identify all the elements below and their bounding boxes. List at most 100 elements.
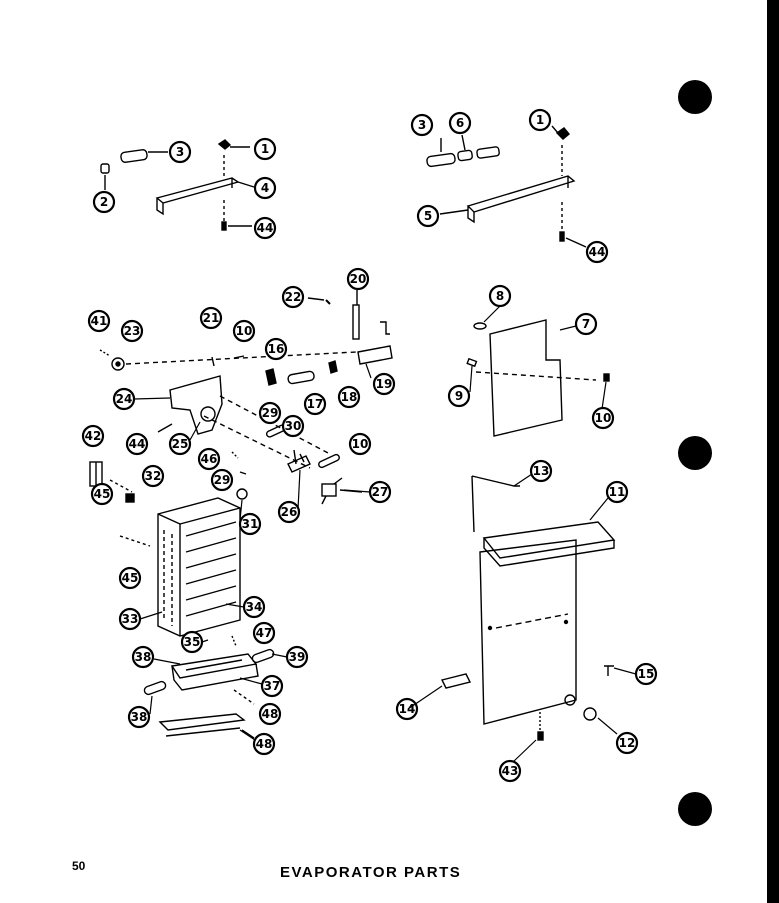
callout-14: 14 (395, 697, 419, 721)
rail-assembly-right (426, 125, 587, 248)
callout-9-label: 9 (455, 389, 463, 403)
callout-44-top-left-label: 44 (257, 221, 274, 235)
callout-22: 22 (281, 285, 305, 309)
callout-42: 42 (81, 424, 105, 448)
leader-lines (133, 305, 637, 763)
callout-34-label: 34 (246, 600, 263, 614)
callout-19: 19 (372, 372, 396, 396)
callout-29-upper-label: 29 (262, 406, 279, 420)
bracket-hardware (99, 290, 393, 505)
callout-41: 41 (87, 309, 111, 333)
callout-46-label: 46 (201, 452, 218, 466)
callout-2: 2 (92, 190, 116, 214)
callout-13-label: 13 (533, 464, 550, 478)
callout-16: 16 (264, 337, 288, 361)
callout-25-label: 25 (172, 437, 189, 451)
callout-11: 11 (605, 480, 629, 504)
cover-panel-lower (440, 475, 616, 741)
callout-24-label: 24 (116, 392, 133, 406)
cover-panel-upper (466, 319, 610, 437)
punch-hole-bottom (678, 792, 712, 826)
callout-1-right: 1 (528, 108, 552, 132)
punch-hole-middle (678, 436, 712, 470)
callout-38-left: 38 (131, 645, 155, 669)
callout-16-label: 16 (268, 342, 285, 356)
callout-10-middle: 10 (348, 432, 372, 456)
punch-hole-top (678, 80, 712, 114)
callout-29-lower: 29 (210, 468, 234, 492)
callout-44-top-left: 44 (253, 216, 277, 240)
callout-37: 37 (260, 674, 284, 698)
callout-21-label: 21 (203, 311, 220, 325)
callout-48-upper-label: 48 (262, 707, 279, 721)
callouts: 1 2 3 4 44 3 6 1 5 44 22 20 41 23 21 10 … (81, 108, 658, 783)
evaporator-coil (89, 461, 241, 637)
callout-12: 12 (615, 731, 639, 755)
callout-6: 6 (448, 111, 472, 135)
callout-5-label: 5 (424, 209, 432, 223)
callout-35: 35 (180, 630, 204, 654)
callout-17-label: 17 (307, 397, 324, 411)
callout-47: 47 (252, 621, 276, 645)
callout-3: 3 (168, 140, 192, 164)
callout-11-label: 11 (609, 485, 626, 499)
callout-9: 9 (447, 384, 471, 408)
rail-assembly-left (100, 139, 255, 231)
callout-17: 17 (303, 392, 327, 416)
callout-22-label: 22 (285, 290, 302, 304)
callout-34: 34 (242, 595, 266, 619)
callout-7-label: 7 (582, 317, 590, 331)
callout-1-label: 1 (261, 142, 269, 156)
callout-25: 25 (168, 432, 192, 456)
callout-33-label: 33 (122, 612, 139, 626)
callout-35-label: 35 (184, 635, 201, 649)
callout-23-label: 23 (124, 324, 141, 338)
drain-trough (143, 635, 275, 739)
callout-48-lower: 48 (252, 732, 276, 756)
callout-15-label: 15 (638, 667, 655, 681)
callout-21: 21 (199, 306, 223, 330)
callout-8-label: 8 (496, 289, 504, 303)
callout-20-label: 20 (350, 272, 367, 286)
callout-20: 20 (346, 267, 370, 291)
callout-42-label: 42 (85, 429, 102, 443)
callout-3-right: 3 (410, 113, 434, 137)
callout-1-right-label: 1 (536, 113, 544, 127)
callout-10-middle-label: 10 (352, 437, 369, 451)
callout-10-upper-label: 10 (236, 324, 253, 338)
callout-41-label: 41 (91, 314, 108, 328)
callout-7: 7 (574, 312, 598, 336)
callout-47-label: 47 (256, 626, 273, 640)
callout-38-lower: 38 (127, 705, 151, 729)
callout-46: 46 (197, 447, 221, 471)
callout-13: 13 (529, 459, 553, 483)
callout-2-label: 2 (100, 195, 108, 209)
callout-29-upper: 29 (258, 401, 282, 425)
callout-18: 18 (337, 385, 361, 409)
callout-44-middle-label: 44 (129, 437, 146, 451)
callout-45-upper: 45 (90, 482, 114, 506)
callout-23: 23 (120, 319, 144, 343)
callout-4: 4 (253, 176, 277, 200)
callout-3-label: 3 (176, 145, 184, 159)
callout-4-label: 4 (261, 181, 269, 195)
callout-29-lower-label: 29 (214, 473, 231, 487)
callout-18-label: 18 (341, 390, 358, 404)
callout-26-label: 26 (281, 505, 298, 519)
callout-32-label: 32 (145, 469, 162, 483)
callout-10-right-label: 10 (595, 411, 612, 425)
page-edge-bar (767, 0, 779, 903)
callout-30: 30 (281, 414, 305, 438)
callout-6-label: 6 (456, 116, 464, 130)
callout-1: 1 (253, 137, 277, 161)
callout-48-lower-label: 48 (256, 737, 273, 751)
callout-31-label: 31 (242, 517, 259, 531)
callout-5: 5 (416, 204, 440, 228)
callout-48-upper: 48 (258, 702, 282, 726)
callout-44-top-right-label: 44 (589, 245, 606, 259)
callout-45-upper-label: 45 (94, 487, 111, 501)
callout-45-lower: 45 (118, 566, 142, 590)
callout-44-top-right: 44 (585, 240, 609, 264)
